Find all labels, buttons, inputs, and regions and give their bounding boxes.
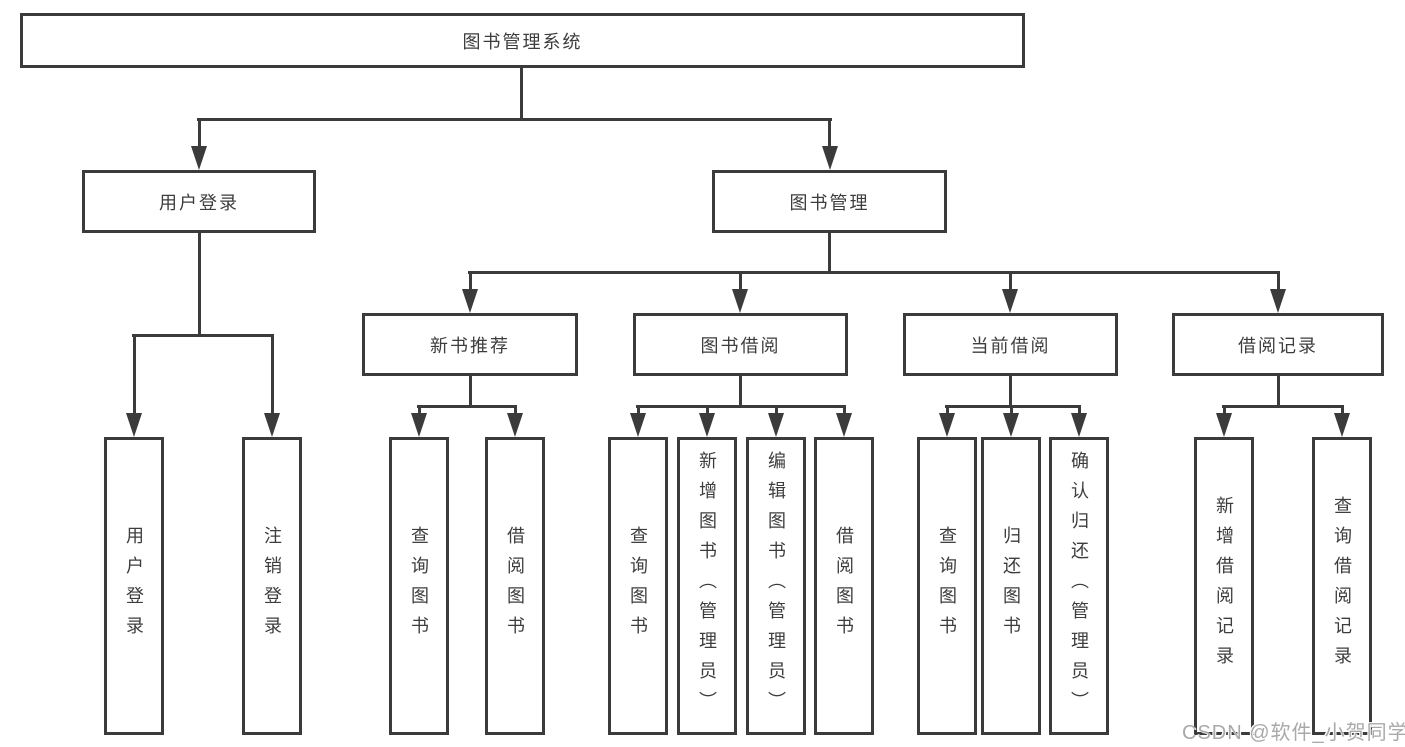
node-new-books: 新书推荐 [362,313,578,376]
connector-root-stem [520,68,523,120]
node-leaf-borrow-edit: 编辑图书（管理员） [746,437,806,735]
node-leaf-borrow-query: 查询图书 [608,437,668,735]
connector-book-mgmt-drop [828,118,831,150]
arrowhead-leaf-icon [939,413,955,437]
connector-user-login-drop [198,118,201,150]
connector-leaf-drop [1223,405,1226,417]
connector-root-bar [197,118,832,121]
arrowhead-leaf-icon [411,413,427,437]
node-leaf-current-confirm: 确认归还（管理员） [1049,437,1109,735]
arrowhead-leaf-icon [1334,413,1350,437]
connector-book-borrow-stem [739,376,742,408]
node-leaf-records-add: 新增借阅记录 [1194,437,1254,735]
arrowhead-current-borrow-icon [1002,289,1018,313]
node-leaf-logout: 注销登录 [242,437,302,735]
connector-current-borrow-stem [1009,376,1012,408]
node-leaf-newbooks-query: 查询图书 [389,437,449,735]
arrowhead-leaf-icon [630,413,646,437]
node-book-borrow: 图书借阅 [633,313,848,376]
node-leaf-user-login: 用户登录 [104,437,164,735]
connector-current-borrow-drop [1009,271,1012,293]
node-leaf-current-return: 归还图书 [981,437,1041,735]
node-leaf-newbooks-borrow: 借阅图书 [485,437,545,735]
connector-leaf-drop [637,405,640,417]
arrowhead-borrow-records-icon [1270,289,1286,313]
node-leaf-borrow-add: 新增图书（管理员） [677,437,737,735]
arrowhead-leaf-icon [1216,413,1232,437]
node-user-login: 用户登录 [82,170,316,233]
arrowhead-leaf-icon [507,413,523,437]
connector-book-borrow-drop [739,271,742,293]
node-root: 图书管理系统 [20,13,1025,68]
connector-leaf-drop [514,405,517,417]
arrowhead-user-login-icon [191,146,207,170]
connector-borrow-records-stem [1277,376,1280,408]
arrowhead-leaf-icon [836,413,852,437]
node-leaf-borrow-borrow: 借阅图书 [814,437,874,735]
connector-book-borrow-bar [636,405,846,408]
connector-new-books-stem [469,376,472,408]
connector-book-mgmt-stem [828,233,831,274]
connector-leaf-logout-drop [271,334,274,415]
connector-user-login-stem [198,233,201,337]
connector-user-login-bar [132,334,274,337]
connector-borrow-records-drop [1277,271,1280,293]
connector-new-books-bar [417,405,517,408]
node-book-mgmt: 图书管理 [712,170,947,233]
connector-borrow-records-bar [1222,405,1344,408]
arrowhead-leaf-logout-icon [264,413,280,437]
connector-leaf-drop [1010,405,1013,417]
connector-leaf-drop [706,405,709,417]
arrowhead-leaf-icon [1003,413,1019,437]
arrowhead-leaf-icon [1071,413,1087,437]
node-leaf-current-query: 查询图书 [917,437,977,735]
connector-leaf-drop [843,405,846,417]
node-borrow-records: 借阅记录 [1172,313,1384,376]
csdn-watermark: CSDN @软件_小贺同学 [1182,722,1405,744]
connector-leaf-drop [1078,405,1081,417]
connector-new-books-drop [469,271,472,293]
arrowhead-book-mgmt-icon [822,146,838,170]
arrowhead-leaf-user-login-icon [126,413,142,437]
arrowhead-new-books-icon [462,289,478,313]
connector-leaf-drop [418,405,421,417]
connector-book-mgmt-bar [468,271,1280,274]
arrowhead-leaf-icon [768,413,784,437]
connector-current-borrow-bar [945,405,1081,408]
arrowhead-leaf-icon [699,413,715,437]
node-current-borrow: 当前借阅 [903,313,1118,376]
connector-leaf-drop [946,405,949,417]
node-leaf-records-query: 查询借阅记录 [1312,437,1372,735]
connector-leaf-drop [775,405,778,417]
connector-leaf-user-login-drop [133,334,136,415]
connector-leaf-drop [1341,405,1344,417]
arrowhead-book-borrow-icon [732,289,748,313]
